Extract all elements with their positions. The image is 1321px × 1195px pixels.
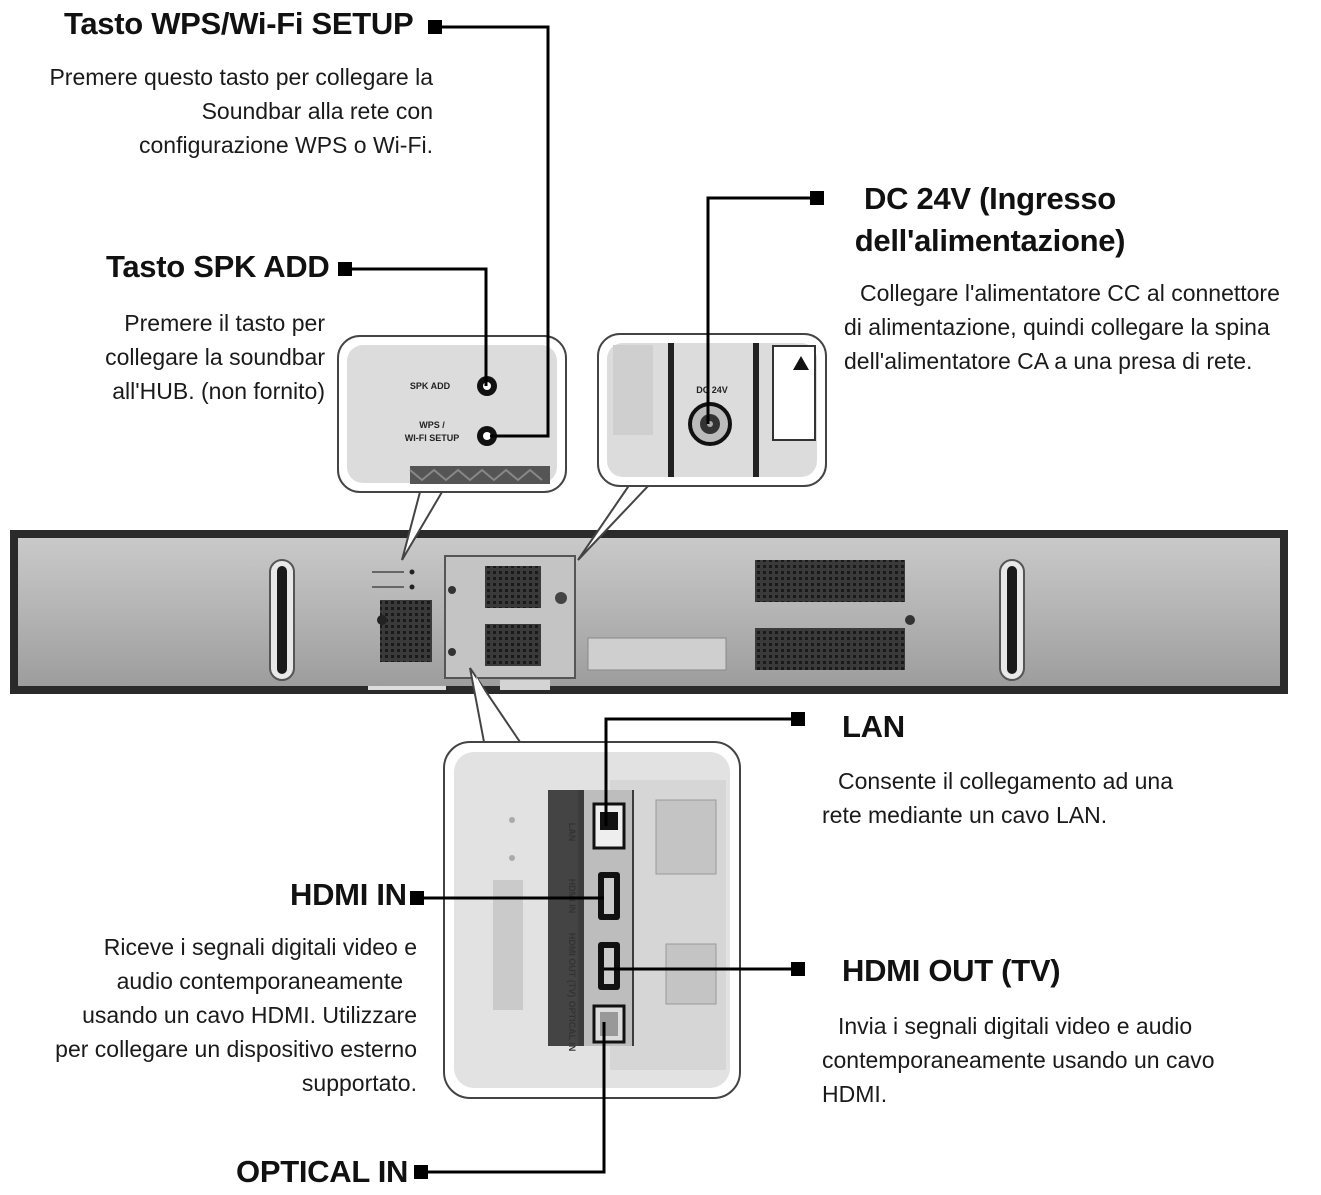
leader-dc xyxy=(706,196,812,424)
panel-label-spk-add: SPK ADD xyxy=(410,381,451,391)
spk-line-1: Premere il tasto per xyxy=(124,310,325,336)
hdmi-out-line-1: Invia i segnali digitali video e audio xyxy=(838,1013,1193,1039)
spk-line-3: all'HUB. (non fornito) xyxy=(112,378,325,404)
lan-line-1: Consente il collegamento ad una xyxy=(838,768,1174,794)
zoom-bubble-power: DC 24V xyxy=(577,333,827,561)
dc-line-3: dell'alimentatore CA a una presa di rete… xyxy=(844,348,1253,374)
spk-line-2: collegare la soundbar xyxy=(105,344,325,370)
leader-optical xyxy=(422,1022,606,1174)
leader-wps xyxy=(436,25,550,438)
hdmi-out-title: HDMI OUT (TV) xyxy=(842,953,1061,988)
wps-line-2: Soundbar alla rete con xyxy=(201,98,433,124)
hdmi-in-title: HDMI IN xyxy=(290,877,407,912)
wps-line-3: configurazione WPS o Wi-Fi. xyxy=(139,132,433,158)
zoom-bubble-buttons: SPK ADD WPS / WI-FI SETUP xyxy=(337,335,567,561)
panel-label-dc-24v: DC 24V xyxy=(696,385,728,395)
hdmi-in-line-5: supportato. xyxy=(301,1070,417,1096)
hdmi-in-line-2: audio contemporaneamente xyxy=(116,968,403,994)
wps-description: Premere questo tasto per collegare la So… xyxy=(49,60,433,162)
leader-spk xyxy=(346,267,488,386)
panel-label-hdmi-in: HDMI IN xyxy=(567,879,577,914)
hdmi-out-description: Invia i segnali digitali video e audio c… xyxy=(822,1009,1215,1111)
lan-description: Consente il collegamento ad una rete med… xyxy=(822,764,1173,832)
dc-line-1: Collegare l'alimentatore CC al connettor… xyxy=(860,280,1280,306)
leader-endpoints xyxy=(338,20,824,1179)
spk-add-description: Premere il tasto per collegare la soundb… xyxy=(105,306,325,408)
wps-title: Tasto WPS/Wi-Fi SETUP xyxy=(64,6,414,41)
soundbar-body xyxy=(10,530,1288,694)
spk-add-title: Tasto SPK ADD xyxy=(106,249,330,284)
panel-label-wps-1: WPS / xyxy=(419,420,445,430)
panel-label-lan: LAN xyxy=(567,823,577,842)
hdmi-in-line-3: usando un cavo HDMI. Utilizzare xyxy=(82,1002,417,1028)
dc-line-2: di alimentazione, quindi collegare la sp… xyxy=(844,314,1270,340)
hdmi-in-description: Riceve i segnali digitali video e audio … xyxy=(55,930,417,1100)
leader-lan xyxy=(604,717,793,826)
optical-in-title: OPTICAL IN xyxy=(236,1154,409,1189)
hdmi-out-line-3: HDMI. xyxy=(822,1081,888,1107)
dc-description: Collegare l'alimentatore CC al connettor… xyxy=(844,276,1280,378)
dc-title-line-1: DC 24V (Ingresso xyxy=(864,181,1116,216)
wps-line-1: Premere questo tasto per collegare la xyxy=(49,64,433,90)
leader-lines xyxy=(346,25,812,1174)
lan-line-2: rete mediante un cavo LAN. xyxy=(822,802,1108,828)
panel-label-wps-2: WI-FI SETUP xyxy=(405,433,460,443)
lan-title: LAN xyxy=(842,709,905,744)
panel-label-hdmi-out: HDMI OUT (TV) xyxy=(567,933,577,998)
zoom-bubble-connectors: LAN HDMI IN HDMI OUT (TV) OPTICAL IN xyxy=(443,667,741,1099)
hdmi-out-line-2: contemporaneamente usando un cavo xyxy=(822,1047,1215,1073)
hdmi-in-line-1: Riceve i segnali digitali video e xyxy=(103,934,417,960)
hdmi-in-line-4: per collegare un dispositivo esterno xyxy=(55,1036,417,1062)
dc-title-line-2: dell'alimentazione) xyxy=(854,223,1126,258)
dc-title: DC 24V (Ingresso dell'alimentazione) xyxy=(830,178,1150,262)
panel-label-optical-in: OPTICAL IN xyxy=(567,1001,577,1052)
